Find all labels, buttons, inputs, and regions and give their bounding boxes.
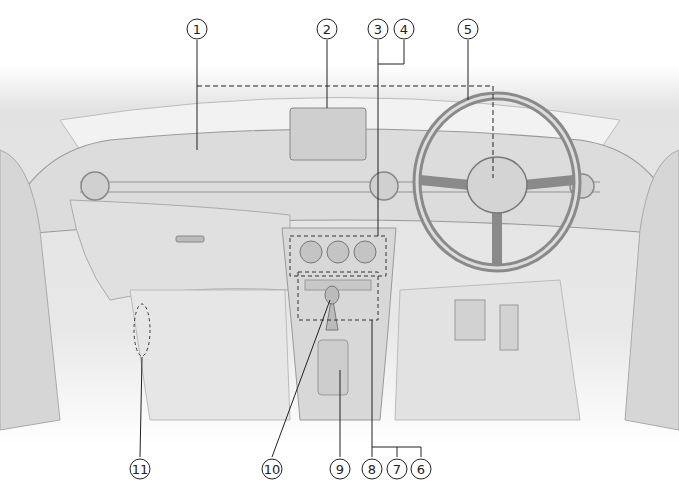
steering-hub bbox=[467, 157, 527, 213]
callout-circle bbox=[130, 459, 150, 479]
parking-brake bbox=[318, 340, 348, 395]
control-knob bbox=[300, 241, 322, 263]
callout-number: 3 bbox=[374, 23, 382, 36]
right-door bbox=[625, 150, 679, 430]
callout-circle bbox=[362, 459, 382, 479]
callout-number: 8 bbox=[368, 463, 376, 476]
callout-circle bbox=[330, 459, 350, 479]
switch-panel bbox=[305, 280, 371, 290]
steering-wheel bbox=[417, 96, 577, 268]
region-outline bbox=[298, 272, 378, 320]
callout-number: 7 bbox=[393, 463, 401, 476]
leader-line bbox=[378, 40, 404, 236]
left-door bbox=[0, 150, 60, 430]
pedal bbox=[455, 300, 485, 340]
callout-number: 11 bbox=[132, 463, 149, 476]
callout-circle bbox=[187, 19, 207, 39]
center-display bbox=[290, 108, 366, 160]
glove-box bbox=[70, 200, 290, 300]
leader-line bbox=[197, 40, 198, 150]
region-outline bbox=[134, 304, 150, 356]
leader-line bbox=[468, 40, 469, 100]
glove-box-handle bbox=[176, 236, 204, 242]
callout-number: 6 bbox=[417, 463, 425, 476]
leader-line bbox=[327, 40, 328, 108]
leader-line bbox=[197, 86, 493, 178]
region-outline bbox=[290, 236, 386, 276]
shift-knob bbox=[325, 286, 339, 304]
floor-mat bbox=[395, 280, 580, 420]
floor-mat bbox=[130, 290, 290, 420]
center-console bbox=[282, 228, 396, 420]
callout-number: 4 bbox=[400, 23, 408, 36]
control-knob bbox=[354, 241, 376, 263]
leader-line bbox=[140, 357, 142, 457]
leader-line bbox=[272, 300, 330, 457]
callout-circles bbox=[130, 19, 478, 479]
callout-number: 1 bbox=[193, 23, 201, 36]
callout-number: 9 bbox=[336, 463, 344, 476]
callout-circle bbox=[394, 19, 414, 39]
callout-circle bbox=[387, 459, 407, 479]
air-vent bbox=[81, 172, 109, 200]
callout-circle bbox=[262, 459, 282, 479]
callout-circle bbox=[317, 19, 337, 39]
leader-line bbox=[372, 320, 421, 457]
callout-number: 2 bbox=[323, 23, 331, 36]
leader-lines bbox=[140, 40, 493, 457]
callout-circle bbox=[458, 19, 478, 39]
callout-number: 5 bbox=[464, 23, 472, 36]
control-knob bbox=[327, 241, 349, 263]
callout-number: 10 bbox=[264, 463, 281, 476]
callout-circle bbox=[411, 459, 431, 479]
callout-circle bbox=[368, 19, 388, 39]
pedal bbox=[500, 305, 518, 350]
steering-wheel-highlight bbox=[417, 96, 577, 268]
air-vent bbox=[370, 172, 398, 200]
leader-line bbox=[340, 370, 341, 457]
